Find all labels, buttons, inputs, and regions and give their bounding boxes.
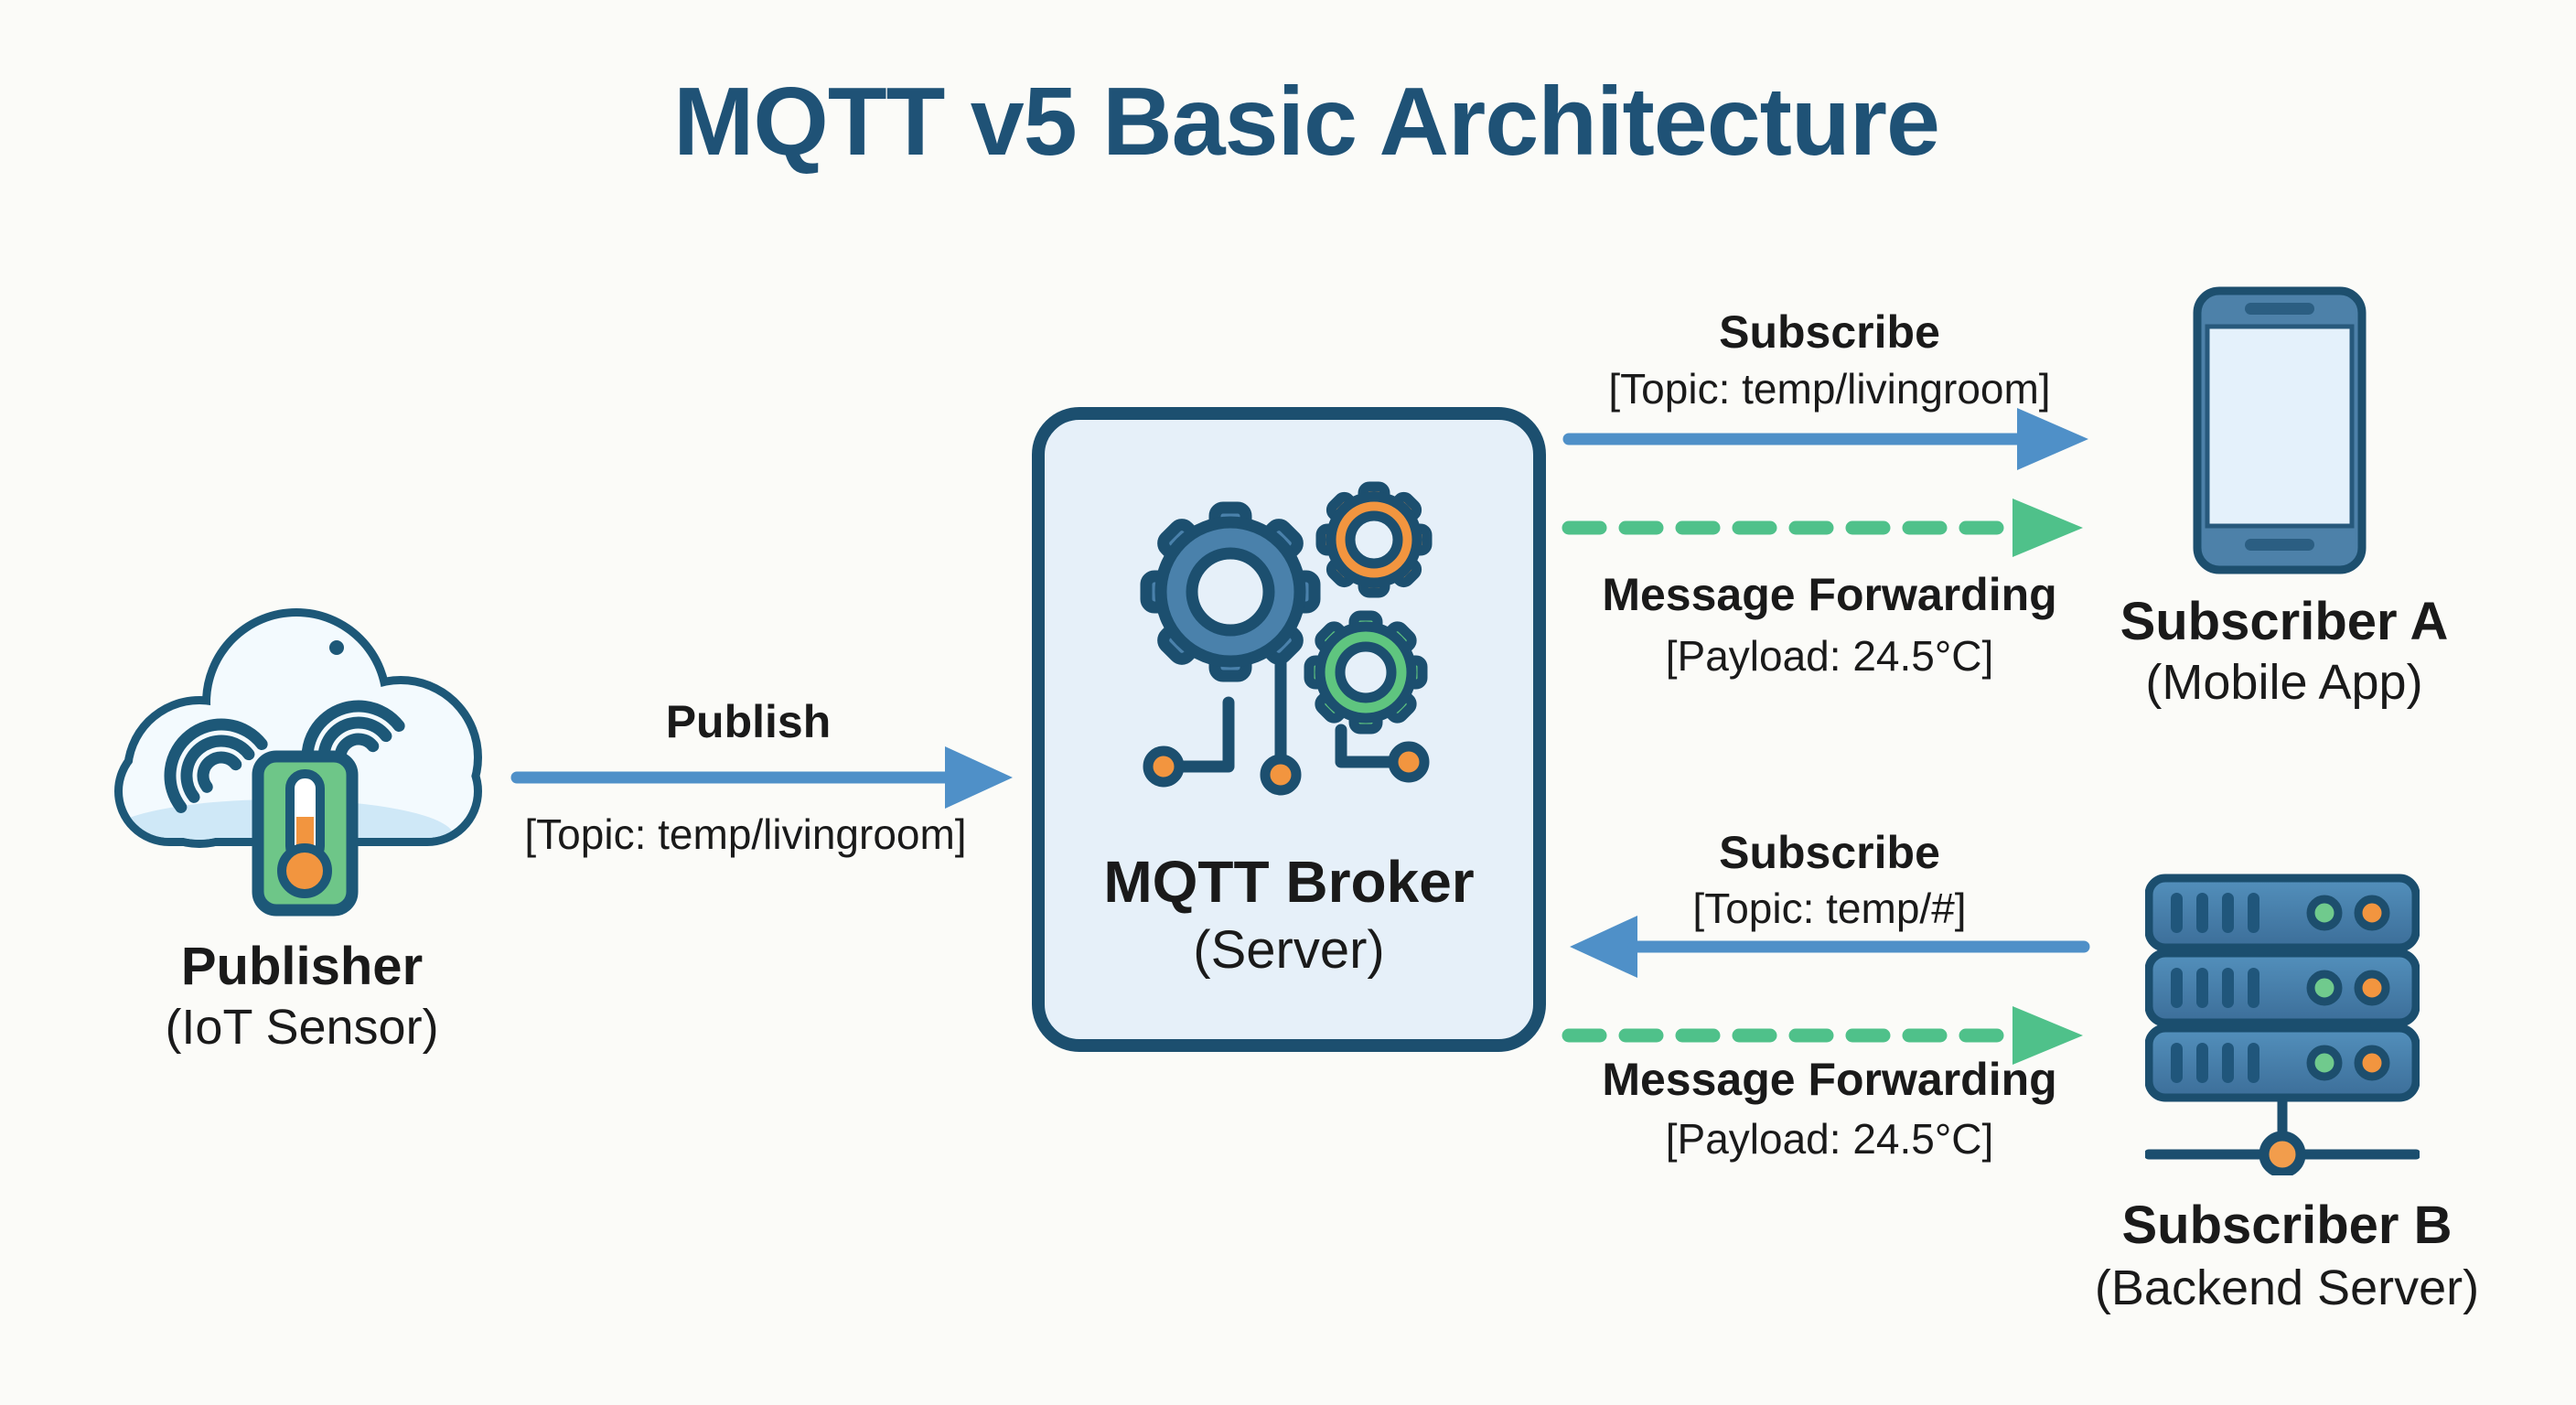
- forward-b-label: Message Forwarding: [1602, 1054, 2057, 1105]
- phone-home-slot: [2245, 539, 2314, 551]
- phone-speaker: [2245, 303, 2314, 315]
- smartphone-icon: [2193, 286, 2367, 574]
- forward-a-label: Message Forwarding: [1602, 569, 2057, 620]
- forward-b-arrow: [1562, 1006, 2083, 1065]
- thermometer-icon: [252, 750, 359, 917]
- subscriber-a-label: Subscriber A: [2120, 592, 2449, 651]
- subscribe-b-arrow: [1570, 916, 2090, 978]
- gear-green: [1304, 610, 1428, 735]
- circuit-traces: [1173, 641, 1400, 773]
- publish-topic: [Topic: temp/livingroom]: [524, 810, 967, 858]
- subscriber-b-label: Subscriber B: [2121, 1196, 2453, 1255]
- server-status-leds: [2306, 895, 2390, 1081]
- forward-b-payload: [Payload: 24.5°C]: [1665, 1115, 1994, 1163]
- publisher-sublabel: (IoT Sensor): [165, 1000, 439, 1055]
- gear-blue: [1140, 501, 1321, 682]
- publisher-label: Publisher: [180, 937, 424, 996]
- server-slots: [2171, 893, 2259, 1083]
- publish-label: Publish: [665, 696, 832, 747]
- server-network-link: [2145, 1098, 2420, 1175]
- server-rows: [2145, 874, 2420, 1102]
- subscribe-a-arrow: [1562, 408, 2088, 470]
- circuit-nodes: [1143, 741, 1430, 796]
- broker-sublabel: (Server): [1193, 920, 1385, 980]
- gear-orange: [1315, 481, 1433, 598]
- broker-label: MQTT Broker: [1103, 849, 1475, 915]
- subscribe-a-topic: [Topic: temp/livingroom]: [1608, 365, 2051, 413]
- cloud-dot: [329, 640, 344, 655]
- page-title: MQTT v5 Basic Architecture: [673, 68, 1940, 176]
- subscriber-b-sublabel: (Backend Server): [2094, 1260, 2480, 1315]
- forward-a-payload: [Payload: 24.5°C]: [1665, 632, 1994, 680]
- cloud-iot-sensor-icon: [114, 608, 482, 917]
- gears-icon: [1140, 481, 1433, 796]
- subscribe-b-topic: [Topic: temp/#]: [1692, 885, 1967, 932]
- publish-arrow: [510, 746, 1013, 809]
- server-rack-icon: [2145, 874, 2420, 1175]
- forward-a-arrow: [1562, 499, 2083, 557]
- subscriber-a-sublabel: (Mobile App): [2145, 655, 2423, 710]
- subscribe-a-label: Subscribe: [1719, 306, 1940, 358]
- node-broker: [1032, 407, 1546, 1052]
- subscribe-b-label: Subscribe: [1719, 827, 1940, 878]
